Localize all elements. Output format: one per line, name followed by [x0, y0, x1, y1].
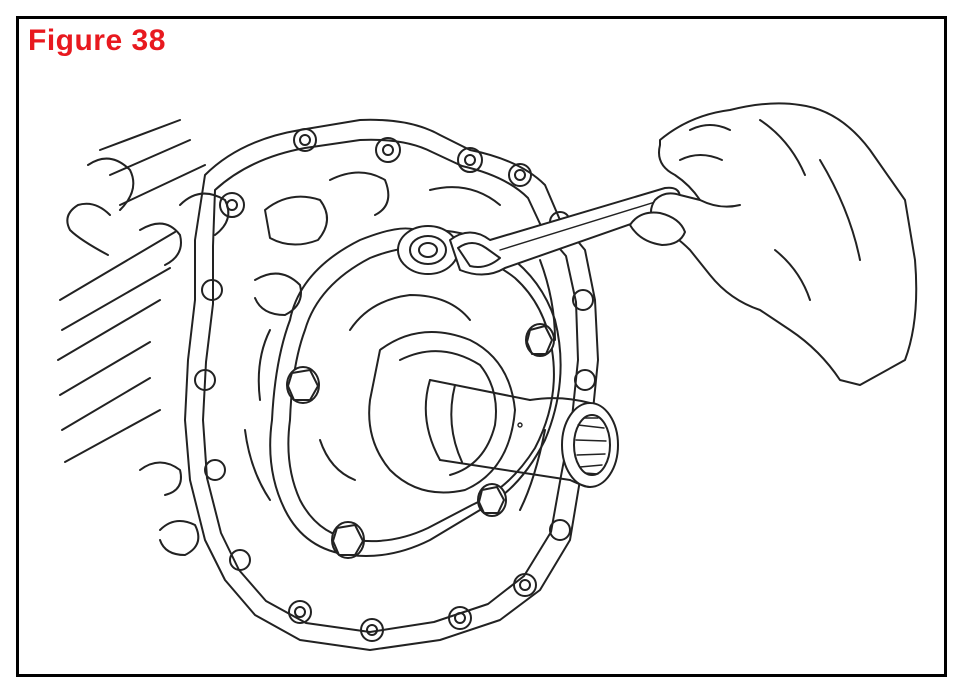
hand: [629, 102, 918, 386]
figure-title: Figure 38: [28, 24, 166, 57]
bolts: [286, 225, 555, 559]
output-shaft: [368, 331, 619, 494]
transmission-case: [57, 118, 599, 651]
